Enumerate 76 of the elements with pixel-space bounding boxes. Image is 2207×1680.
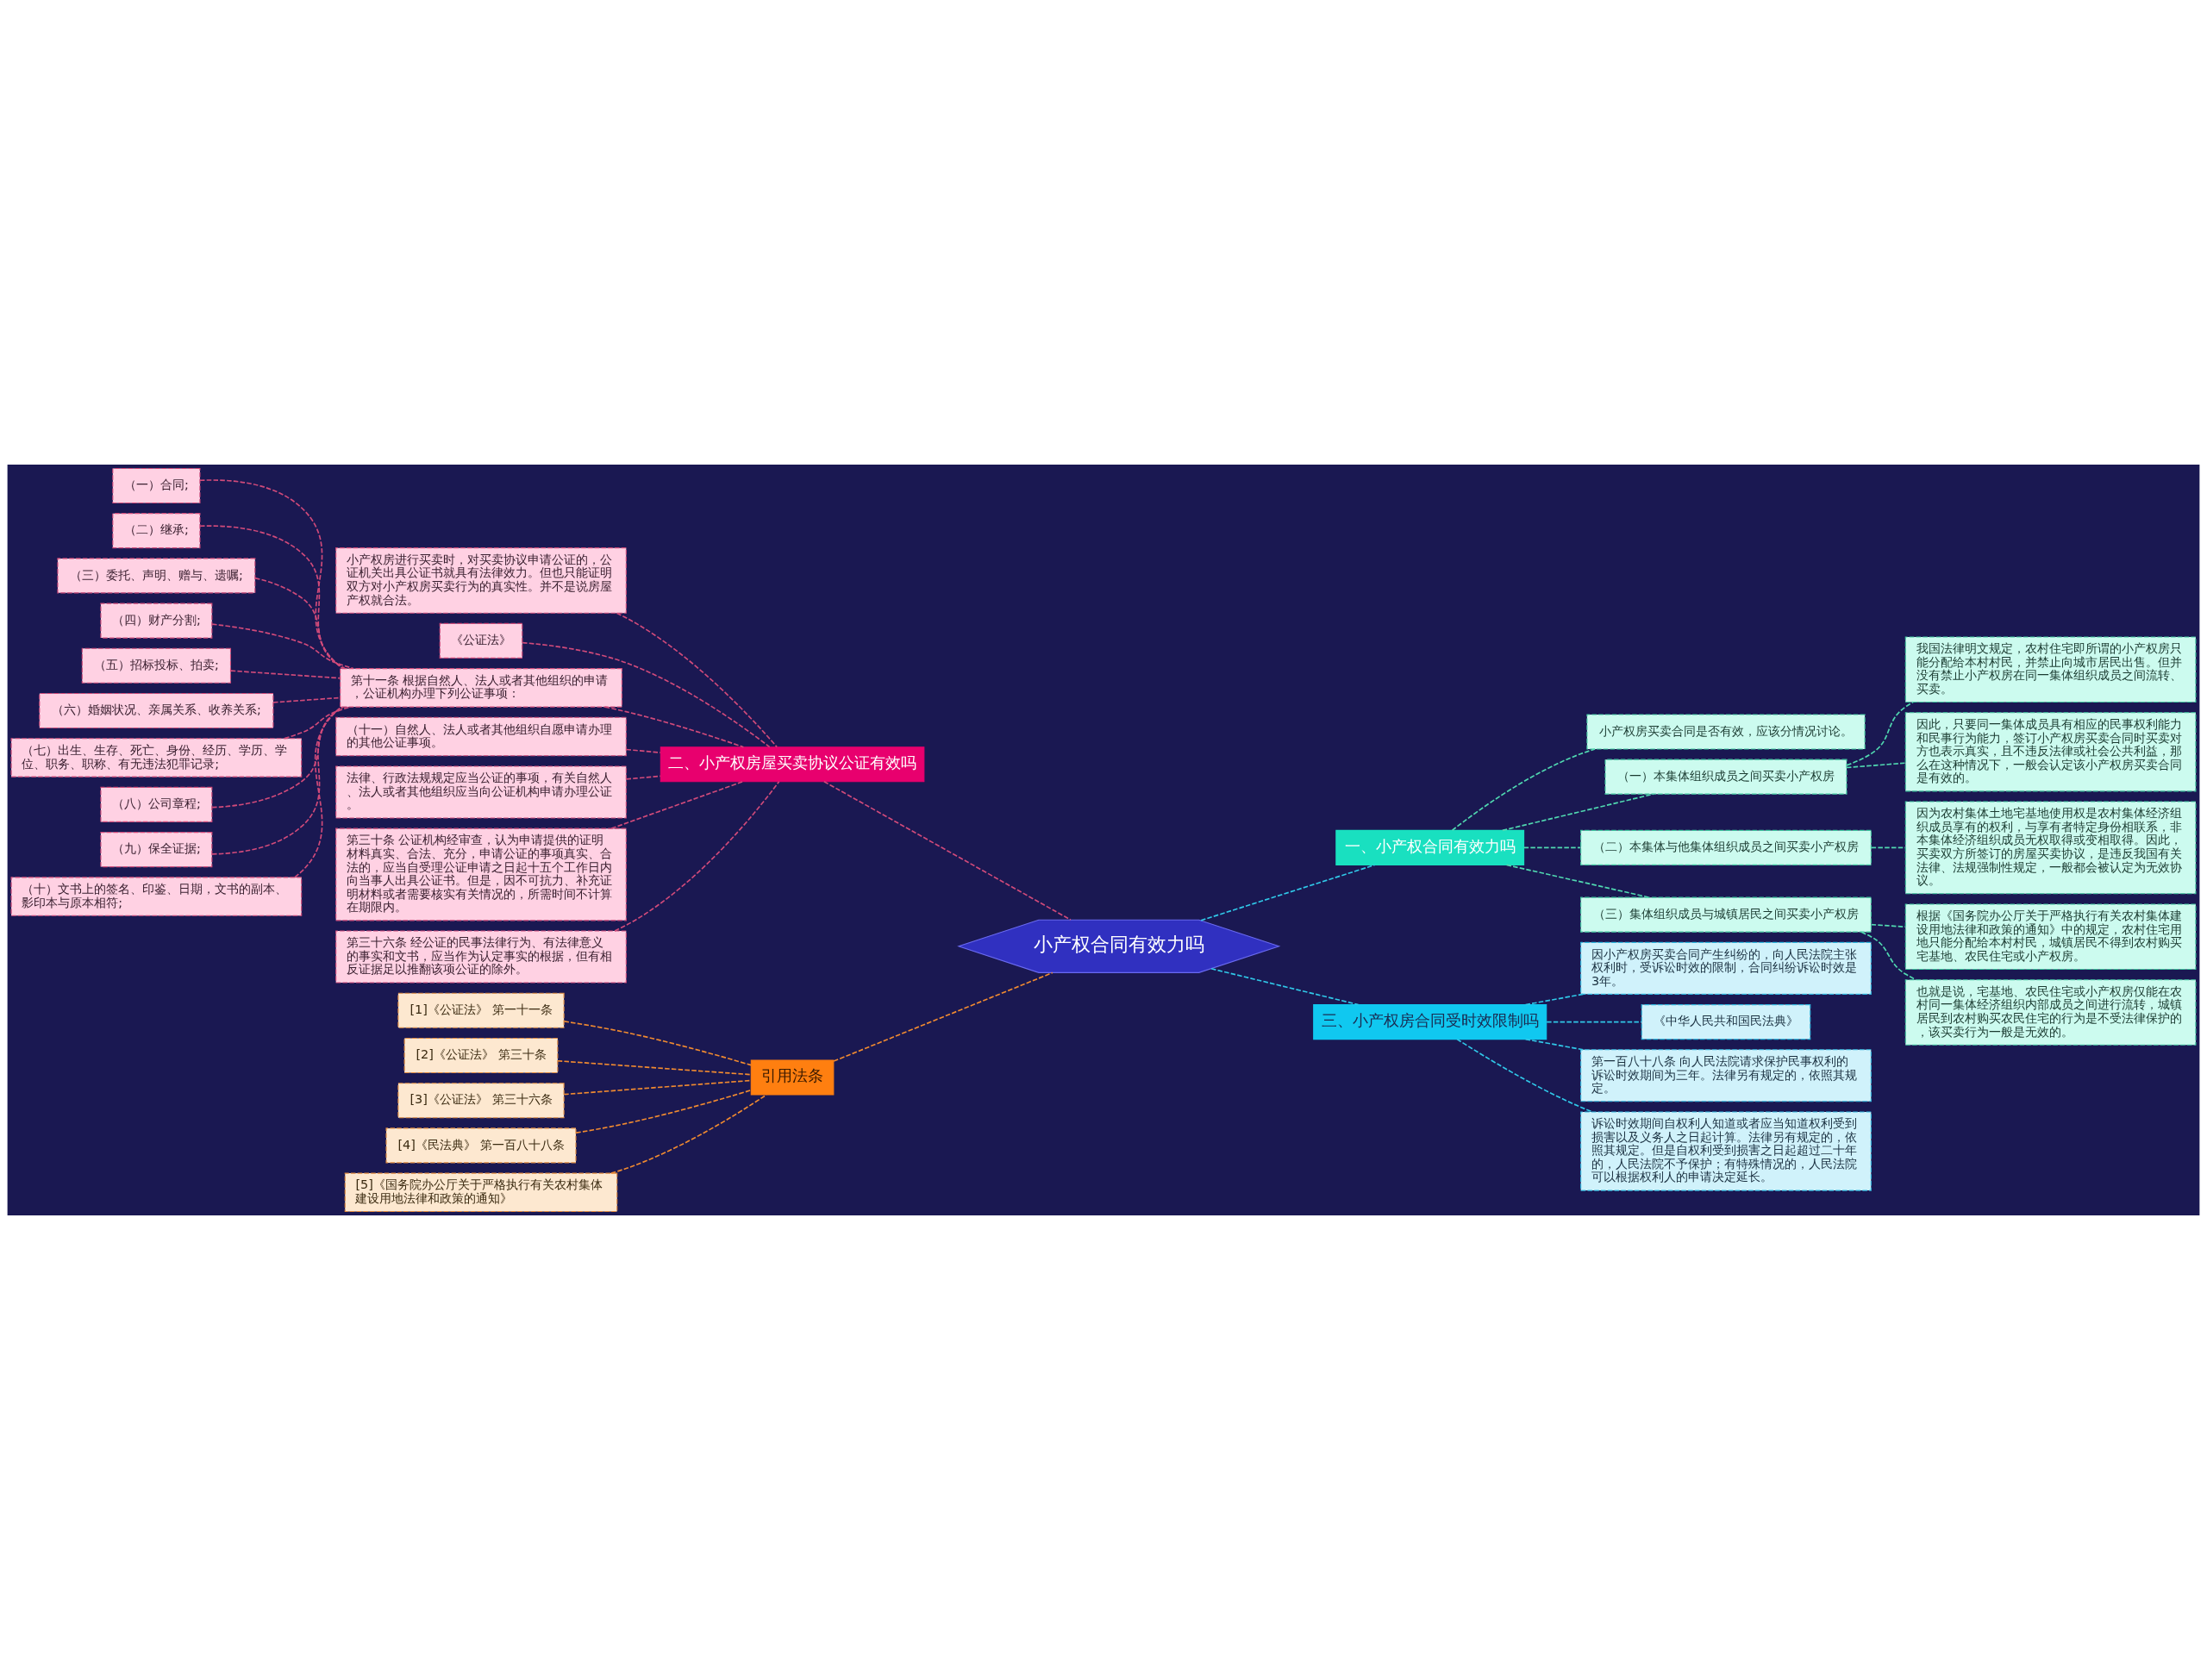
- connector: [1456, 1038, 1593, 1113]
- node-box: （一）本集体组织成员之间买卖小产权房: [1604, 759, 1848, 795]
- node-box: （四）财产分割;: [100, 603, 213, 639]
- node-box: 因小产权房买卖合同产生纠纷的，向人民法院主张权利时，受诉讼时效的限制，合同纠纷诉讼时效是3年。: [1580, 941, 1872, 995]
- connector: [625, 775, 661, 780]
- connector: [230, 670, 341, 679]
- node-box: 二、小产权房屋买卖协议公证有效吗: [660, 746, 925, 783]
- connector: [1846, 762, 1906, 769]
- connector: [211, 706, 343, 855]
- connector: [211, 706, 344, 809]
- connector: [1451, 748, 1597, 832]
- node-box: （二）本集体与他集体组织成员之间买卖小产权房: [1580, 829, 1872, 865]
- node-box: [5]《国务院办公厅关于严格执行有关农村集体建设用地法律和政策的通知》: [344, 1172, 618, 1213]
- connector: [199, 479, 344, 670]
- node-box: （十一）自然人、法人或者其他组织自愿申请办理的其他公证事项。: [335, 716, 627, 757]
- node-box: 第一百八十八条 向人民法院请求保护民事权利的诉讼时效期间为三年。法律另有规定的，依照其规定。: [1580, 1049, 1872, 1102]
- connector: [522, 641, 771, 748]
- connector: [616, 612, 778, 748]
- connector: [575, 1089, 752, 1134]
- node-box: （三）委托、声明、赠与、遗嘱;: [57, 558, 256, 594]
- connector: [1200, 864, 1376, 921]
- node-box: （二）继承;: [112, 513, 201, 549]
- connector: [823, 780, 1072, 921]
- connector: [1502, 793, 1654, 832]
- node-box: （九）保全证据;: [100, 832, 213, 868]
- connector: [1846, 701, 1914, 766]
- node-box: 我国法律明文规定，农村住宅即所谓的小产权房只能分配给本村村民，并禁止向城市居民出售。但并没有禁止小产权房在同一集体组织成员之间流转、买卖。: [1904, 636, 2197, 703]
- connector: [625, 748, 661, 753]
- node-box: 《中华人民共和国民法典》: [1641, 1004, 1811, 1040]
- connector: [610, 1094, 767, 1174]
- node-box: 一、小产权合同有效力吗: [1335, 829, 1525, 865]
- node-box: 第三十条 公证机构经审查，认为申请提供的证明材料真实、合法、充分，申请公证的事项真实、合法的，应当自受理公证申请之日起十五个工作日内向当事人出具公证书。但是，因不可抗力、补充证明材料或者需要核实有关情况的，所需时间不计算在期限内。: [335, 828, 627, 921]
- connector: [563, 1021, 752, 1066]
- connector: [1870, 846, 1906, 849]
- node-box: 小产权房进行买卖时，对买卖协议申请公证的，公证机关出具公证书就具有法律效力。但也只能证明双方对小产权房买卖行为的真实性。并不是说房屋产权就合法。: [335, 547, 627, 614]
- connector: [294, 706, 342, 878]
- node-box: （八）公司章程;: [100, 786, 213, 822]
- connector: [1546, 1021, 1642, 1023]
- node-box: （三）集体组织成员与城镇居民之间买卖小产权房: [1580, 896, 1872, 933]
- connector: [610, 780, 744, 829]
- connector: [614, 780, 780, 932]
- connector: [1524, 993, 1585, 1006]
- node-box: 因此，只要同一集体成员具有相应的民事权利能力和民事行为能力，签订小产权房买卖合同时买卖对方也表示真实，且不违反法律或社会公共利益，那么在这种情况下，一般会认定该小产权房买卖合同是有效的。: [1904, 712, 2197, 792]
- node-box: （一）合同;: [112, 467, 201, 503]
- node-box: （七）出生、生存、死亡、身份、经历、学历、学位、职务、职称、有无违法犯罪记录;: [10, 738, 303, 778]
- connector: [1210, 967, 1360, 1006]
- node-box: 小产权房买卖合同是否有效，应该分情况讨论。: [1586, 714, 1866, 750]
- node-box: [2]《公证法》 第三十条: [403, 1037, 559, 1074]
- connector: [254, 577, 346, 670]
- node-box: 《公证法》: [439, 622, 523, 659]
- node-box: 法律、行政法规规定应当公证的事项，有关自然人、法人或者其他组织应当向公证机构申请办理公证。: [335, 765, 627, 819]
- connector: [563, 1079, 752, 1096]
- connector: [1522, 846, 1582, 849]
- node-box: [3]《公证法》 第三十六条: [397, 1083, 565, 1119]
- connector: [557, 1059, 752, 1076]
- connector: [1870, 923, 1906, 928]
- node-box: 第十一条 根据自然人、法人或者其他组织的申请，公证机构办理下列公证事项：: [340, 668, 622, 708]
- node-box: 第三十六条 经公证的民事法律行为、有法律意义的事实和文书，应当作为认定事实的根据，但有相反证据足以推翻该项公证的除外。: [335, 930, 627, 984]
- node-box: 因为农村集体土地宅基地使用权是农村集体经济组织成员享有的权利，与享有者特定身份相联系，非本集体经济组织成员无权取得或变相取得。因此，买卖双方所签订的房屋买卖协议，是违反我国有关法律、法规强制性规定，一般都会被认定为无效协议。: [1904, 801, 2197, 895]
- connector: [284, 706, 351, 740]
- node-box: （十）文书上的签名、印鉴、日期，文书的副本、影印本与原本相符;: [10, 877, 303, 916]
- connector: [199, 525, 344, 670]
- connector: [1524, 1038, 1585, 1051]
- node-box: （六）婚姻状况、亲属关系、收养关系;: [39, 692, 274, 729]
- node-box: 诉讼时效期间自权利人知道或者应当知道权利受到损害以及义务人之日起计算。法律另有规定的，依照其规定。但是自权利受到损害之日起超过二十年的，人民法院不予保护；有特殊情况的，人民法院可以根据权利人的申请决定延长。: [1580, 1111, 1872, 1191]
- node-box: 引用法条: [750, 1059, 835, 1096]
- connector: [833, 971, 1053, 1062]
- node-box: 根据《国务院办公厅关于严格执行有关农村集体建设用地法律和政策的通知》中的规定，农村住宅用地只能分配给本村村民，城镇居民不得到农村购买宅基地、农民住宅或小产权房。: [1904, 903, 2197, 971]
- connector: [211, 623, 354, 670]
- node-box: （五）招标投标、拍卖;: [81, 647, 232, 684]
- connector: [603, 706, 745, 748]
- node-box: [4]《民法典》 第一百八十八条: [385, 1127, 577, 1164]
- node-box: 三、小产权房合同受时效限制吗: [1313, 1004, 1547, 1040]
- connector: [1505, 864, 1650, 898]
- node-box: 也就是说，宅基地、农民住宅或小产权房仅能在农村同一集体经济组织内部成员之间进行流转，城镇居民到农村购买农民住宅的行为是不受法律保护的，该买卖行为一般是无效的。: [1904, 979, 2197, 1046]
- node-box: [1]《公证法》 第一十一条: [397, 992, 565, 1028]
